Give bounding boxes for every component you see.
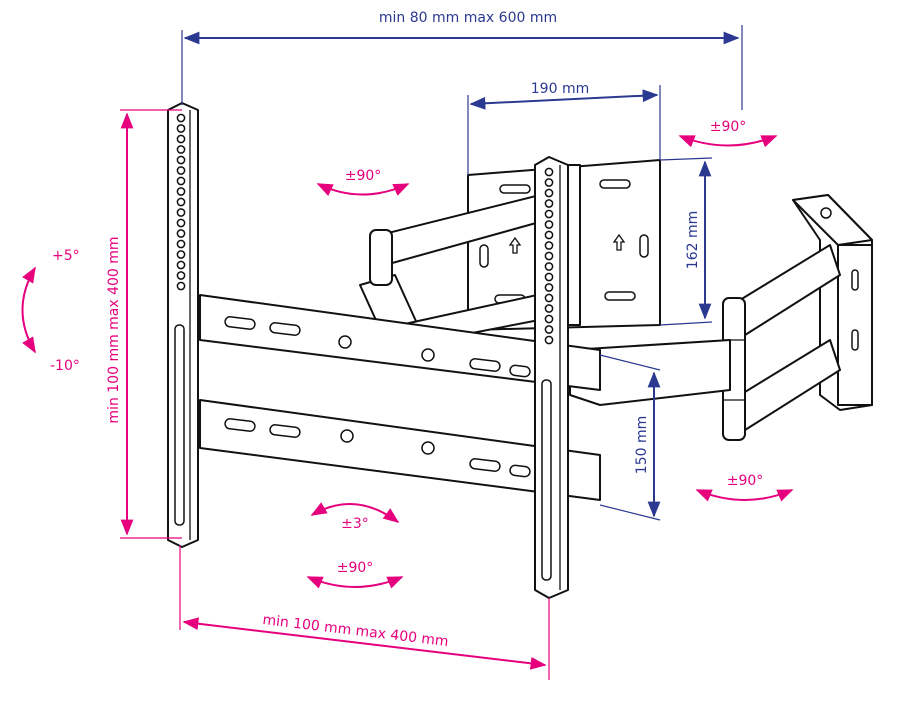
- elbow-swivel-indicator: ±90°: [695, 473, 794, 502]
- rail-hole: [176, 155, 186, 165]
- rail-hole: [544, 325, 554, 334]
- rail-hole: [176, 166, 186, 175]
- rail-hole: [544, 188, 554, 198]
- rail-hole: [544, 262, 554, 271]
- arm-swivel-indicator: ±90°: [316, 168, 410, 196]
- rail-hole: [544, 178, 554, 187]
- rail-hole: [544, 167, 554, 177]
- rail-hole: [176, 145, 186, 154]
- rail-hole: [176, 271, 186, 280]
- wall-swivel-indicator: ±90°: [678, 119, 778, 148]
- rail-hole: [176, 218, 186, 228]
- arm-offset-dimension: 150 mm: [599, 354, 661, 521]
- vesa-horizontal-label: min 100 mm max 400 mm: [262, 612, 450, 650]
- wall-bracket: [792, 194, 873, 411]
- depth-dimension: min 80 mm max 600 mm: [181, 10, 743, 110]
- wall-arm: [722, 244, 841, 441]
- rail-hole: [544, 251, 554, 261]
- vesa-vertical-dimension: min 100 mm max 400 mm: [106, 109, 182, 539]
- rail-hole: [176, 124, 186, 133]
- elbow-swivel-label: ±90°: [727, 473, 764, 489]
- rail-hole: [544, 304, 554, 313]
- horizontal-rails: [199, 294, 601, 501]
- left-vertical-rail: [167, 102, 199, 548]
- rail-hole: [544, 272, 554, 282]
- rail-hole: [544, 209, 554, 219]
- rail-hole: [176, 250, 186, 259]
- rail-hole: [544, 199, 554, 208]
- level-indicator: ±3°: [310, 502, 400, 532]
- tilt-down-label: -10°: [50, 358, 80, 374]
- rail-hole: [544, 293, 554, 303]
- depth-label: min 80 mm max 600 mm: [379, 10, 557, 26]
- rail-hole: [176, 113, 186, 123]
- rail-hole: [544, 241, 554, 250]
- rail-hole: [544, 220, 554, 229]
- plate-width-dimension: 190 mm: [467, 81, 661, 175]
- wall-swivel-label: ±90°: [710, 119, 747, 135]
- tilt-up-label: +5°: [52, 248, 80, 264]
- vesa-vertical-label: min 100 mm max 400 mm: [106, 236, 122, 423]
- rail-slots: [224, 316, 531, 478]
- rail-hole: [176, 187, 186, 196]
- rail-hole: [176, 229, 186, 238]
- rail-hole: [176, 281, 186, 291]
- rail-hole: [544, 283, 554, 292]
- rail-hole: [544, 335, 554, 345]
- plate-height-label: 162 mm: [685, 211, 701, 269]
- mount-drawing: [167, 102, 873, 599]
- rail-hole: [176, 208, 186, 217]
- level-label: ±3°: [341, 516, 369, 532]
- right-vertical-rail: [534, 156, 581, 599]
- rail-hole: [176, 239, 186, 249]
- rail-hole: [176, 176, 186, 186]
- rail-hole: [176, 134, 186, 144]
- arm-offset-label: 150 mm: [634, 416, 650, 474]
- plate-width-label: 190 mm: [531, 81, 589, 97]
- arm-swivel-label: ±90°: [345, 168, 382, 184]
- plate-height-dimension: 162 mm: [659, 157, 713, 326]
- head-swivel-label: ±90°: [337, 560, 374, 576]
- rail-hole: [544, 230, 554, 240]
- rail-hole: [544, 314, 554, 324]
- rail-hole: [176, 197, 186, 207]
- head-swivel-indicator: ±90°: [306, 560, 404, 589]
- tilt-indicator: +5° -10°: [21, 248, 80, 374]
- rail-hole: [176, 260, 186, 270]
